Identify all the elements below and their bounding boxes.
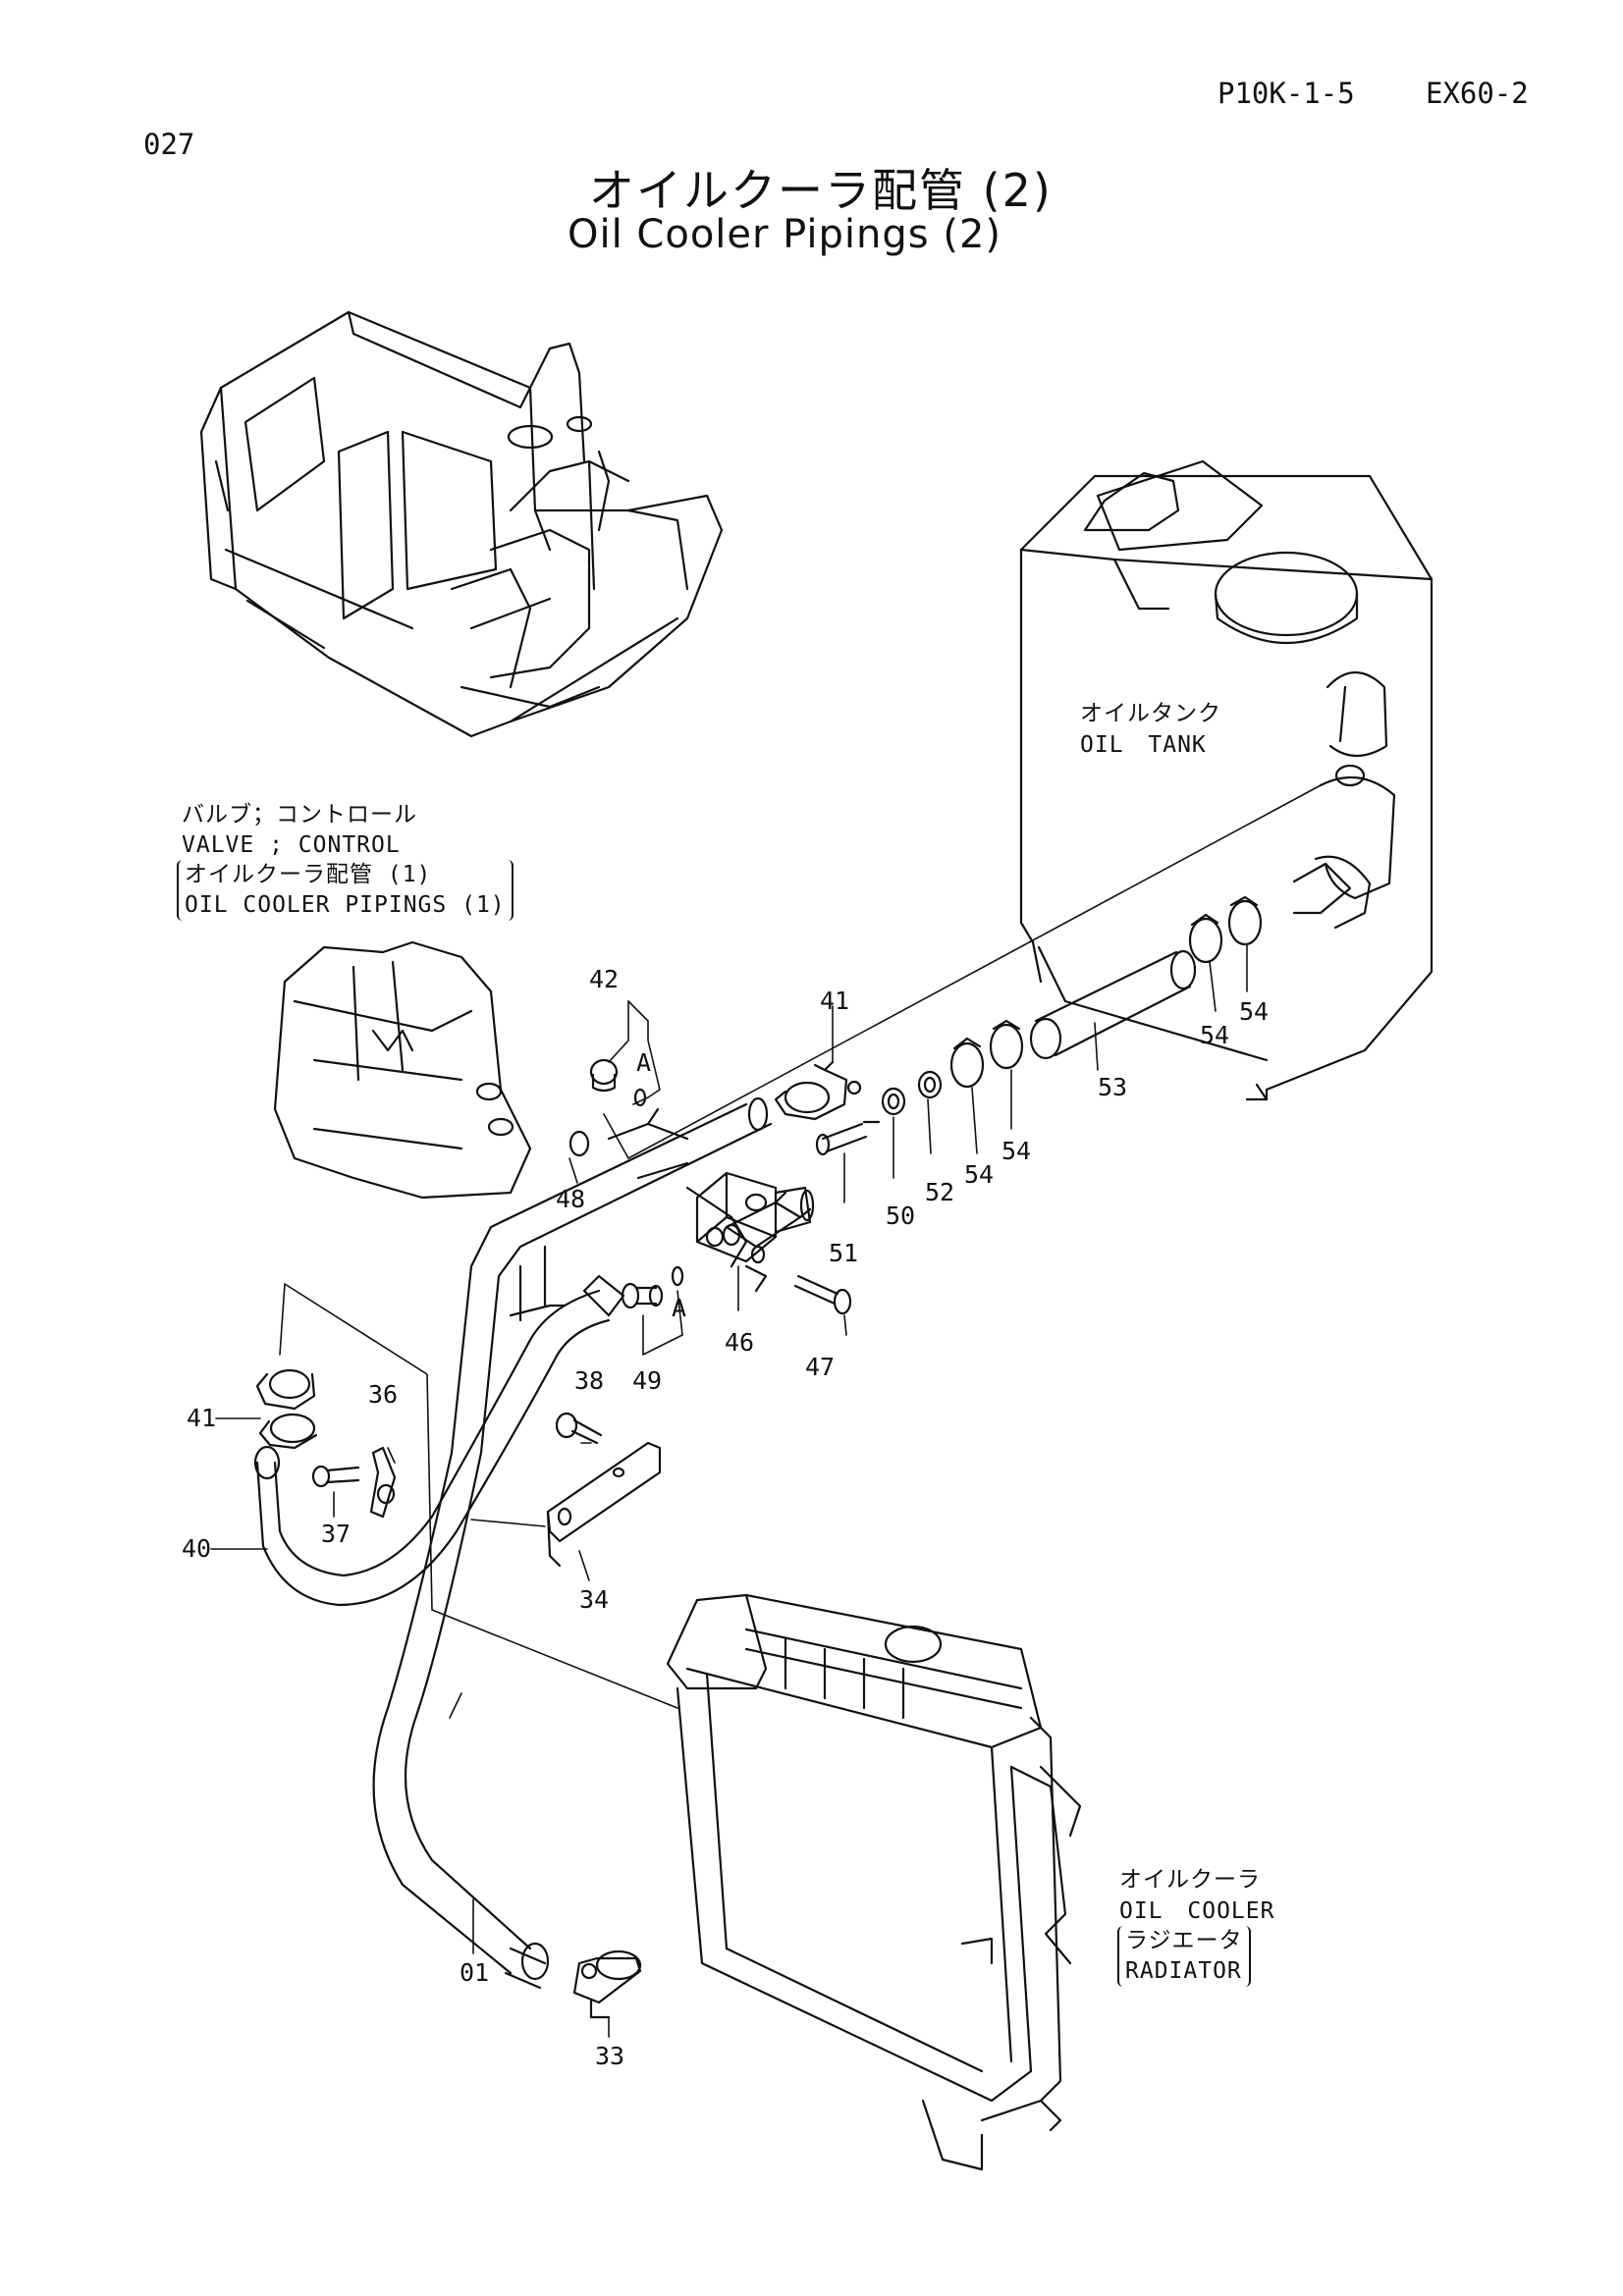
plate-34 xyxy=(548,1443,660,1566)
clamp-54-tank-1 xyxy=(1190,915,1221,962)
label-radiator-en: RADIATOR xyxy=(1125,1958,1242,1984)
oil-cooler-pipe-01 xyxy=(374,1098,771,1988)
label-oil-cooler-en: OIL COOLER xyxy=(1119,1898,1275,1924)
callout-part-51: 51 xyxy=(829,1239,859,1267)
callout-part-54-a: 54 xyxy=(964,1160,995,1189)
clamp-54-left xyxy=(951,1039,983,1087)
label-oil-tank-en: OIL TANK xyxy=(1080,732,1207,758)
callout-part-34: 34 xyxy=(579,1585,610,1614)
fitting-51 xyxy=(817,1122,879,1154)
callout-part-41-lower: 41 xyxy=(187,1404,217,1432)
excavator-overview-illustration xyxy=(201,312,722,736)
control-valve-illustration xyxy=(275,942,530,1198)
leader-lines xyxy=(211,785,1321,2037)
clamp-41-upper xyxy=(776,1062,860,1119)
fitting-49 xyxy=(622,1284,662,1308)
o-ring-a-upper xyxy=(635,1090,645,1105)
label-valve-control-en: VALVE ; CONTROL xyxy=(182,832,401,858)
o-ring-48 xyxy=(570,1132,588,1155)
label-oil-cooler-jp: オイルクーラ xyxy=(1119,1867,1261,1893)
callout-part-54-d: 54 xyxy=(1239,997,1270,1026)
callout-part-47: 47 xyxy=(805,1353,836,1381)
label-radiator-bracket: ラジエータ RADIATOR xyxy=(1117,1926,1251,1987)
callout-part-36: 36 xyxy=(368,1380,399,1409)
callout-part-46: 46 xyxy=(725,1328,755,1357)
section-code: P10K-1-5 xyxy=(1217,77,1355,110)
page-title-english: Oil Cooler Pipings (2) xyxy=(568,212,1001,257)
oil-tank-illustration xyxy=(1021,461,1432,1099)
callout-part-42: 42 xyxy=(589,965,620,993)
callout-ref-a-upper: A xyxy=(636,1048,652,1077)
label-reference-jp: オイルクーラ配管 (1) xyxy=(185,862,432,887)
callout-part-01: 01 xyxy=(460,1958,490,1987)
clamp-54-right xyxy=(991,1021,1022,1068)
callout-part-40: 40 xyxy=(182,1534,212,1563)
oil-cooler-radiator-illustration xyxy=(668,1595,1080,2169)
callout-part-50: 50 xyxy=(886,1201,916,1230)
bolt-37 xyxy=(313,1467,358,1486)
bracket-36 xyxy=(371,1448,395,1517)
bolt-47 xyxy=(795,1276,850,1313)
page-title-japanese: オイルクーラ配管 (2) xyxy=(589,164,1053,217)
hose-40 xyxy=(255,1276,623,1605)
clamp-54-tank-2 xyxy=(1229,897,1261,944)
fitting-42 xyxy=(591,1060,617,1091)
callout-part-53: 53 xyxy=(1098,1073,1128,1101)
callout-part-49: 49 xyxy=(632,1366,663,1395)
o-ring-a-lower xyxy=(673,1267,682,1285)
ring-50 xyxy=(883,1089,904,1114)
callout-part-41-upper: 41 xyxy=(820,987,850,1015)
page-number: 027 xyxy=(143,128,195,161)
label-reference-en: OIL COOLER PIPINGS (1) xyxy=(185,892,506,918)
hose-53 xyxy=(1031,951,1195,1058)
callout-part-48: 48 xyxy=(556,1185,586,1213)
label-radiator-jp: ラジエータ xyxy=(1125,1928,1243,1953)
block-adapter-46 xyxy=(697,1173,813,1261)
callout-part-38: 38 xyxy=(574,1366,605,1395)
callout-part-52: 52 xyxy=(925,1178,955,1206)
model-number: EX60-2 xyxy=(1426,77,1529,110)
bolt-38 xyxy=(557,1414,601,1443)
callout-part-33: 33 xyxy=(595,2042,625,2070)
clamp-41-lower xyxy=(257,1370,316,1448)
callout-part-54-b: 54 xyxy=(1001,1137,1032,1165)
label-valve-control-jp: バルブ；コントロール xyxy=(182,802,417,828)
callout-part-37: 37 xyxy=(321,1520,352,1548)
label-reference-bracket: オイルクーラ配管 (1) OIL COOLER PIPINGS (1) xyxy=(177,860,514,921)
ring-52 xyxy=(919,1072,941,1097)
clamp-33 xyxy=(574,1951,640,2017)
callout-part-54-c: 54 xyxy=(1200,1021,1230,1049)
callout-ref-a-lower: A xyxy=(672,1294,687,1322)
label-oil-tank-jp: オイルタンク xyxy=(1080,701,1221,726)
